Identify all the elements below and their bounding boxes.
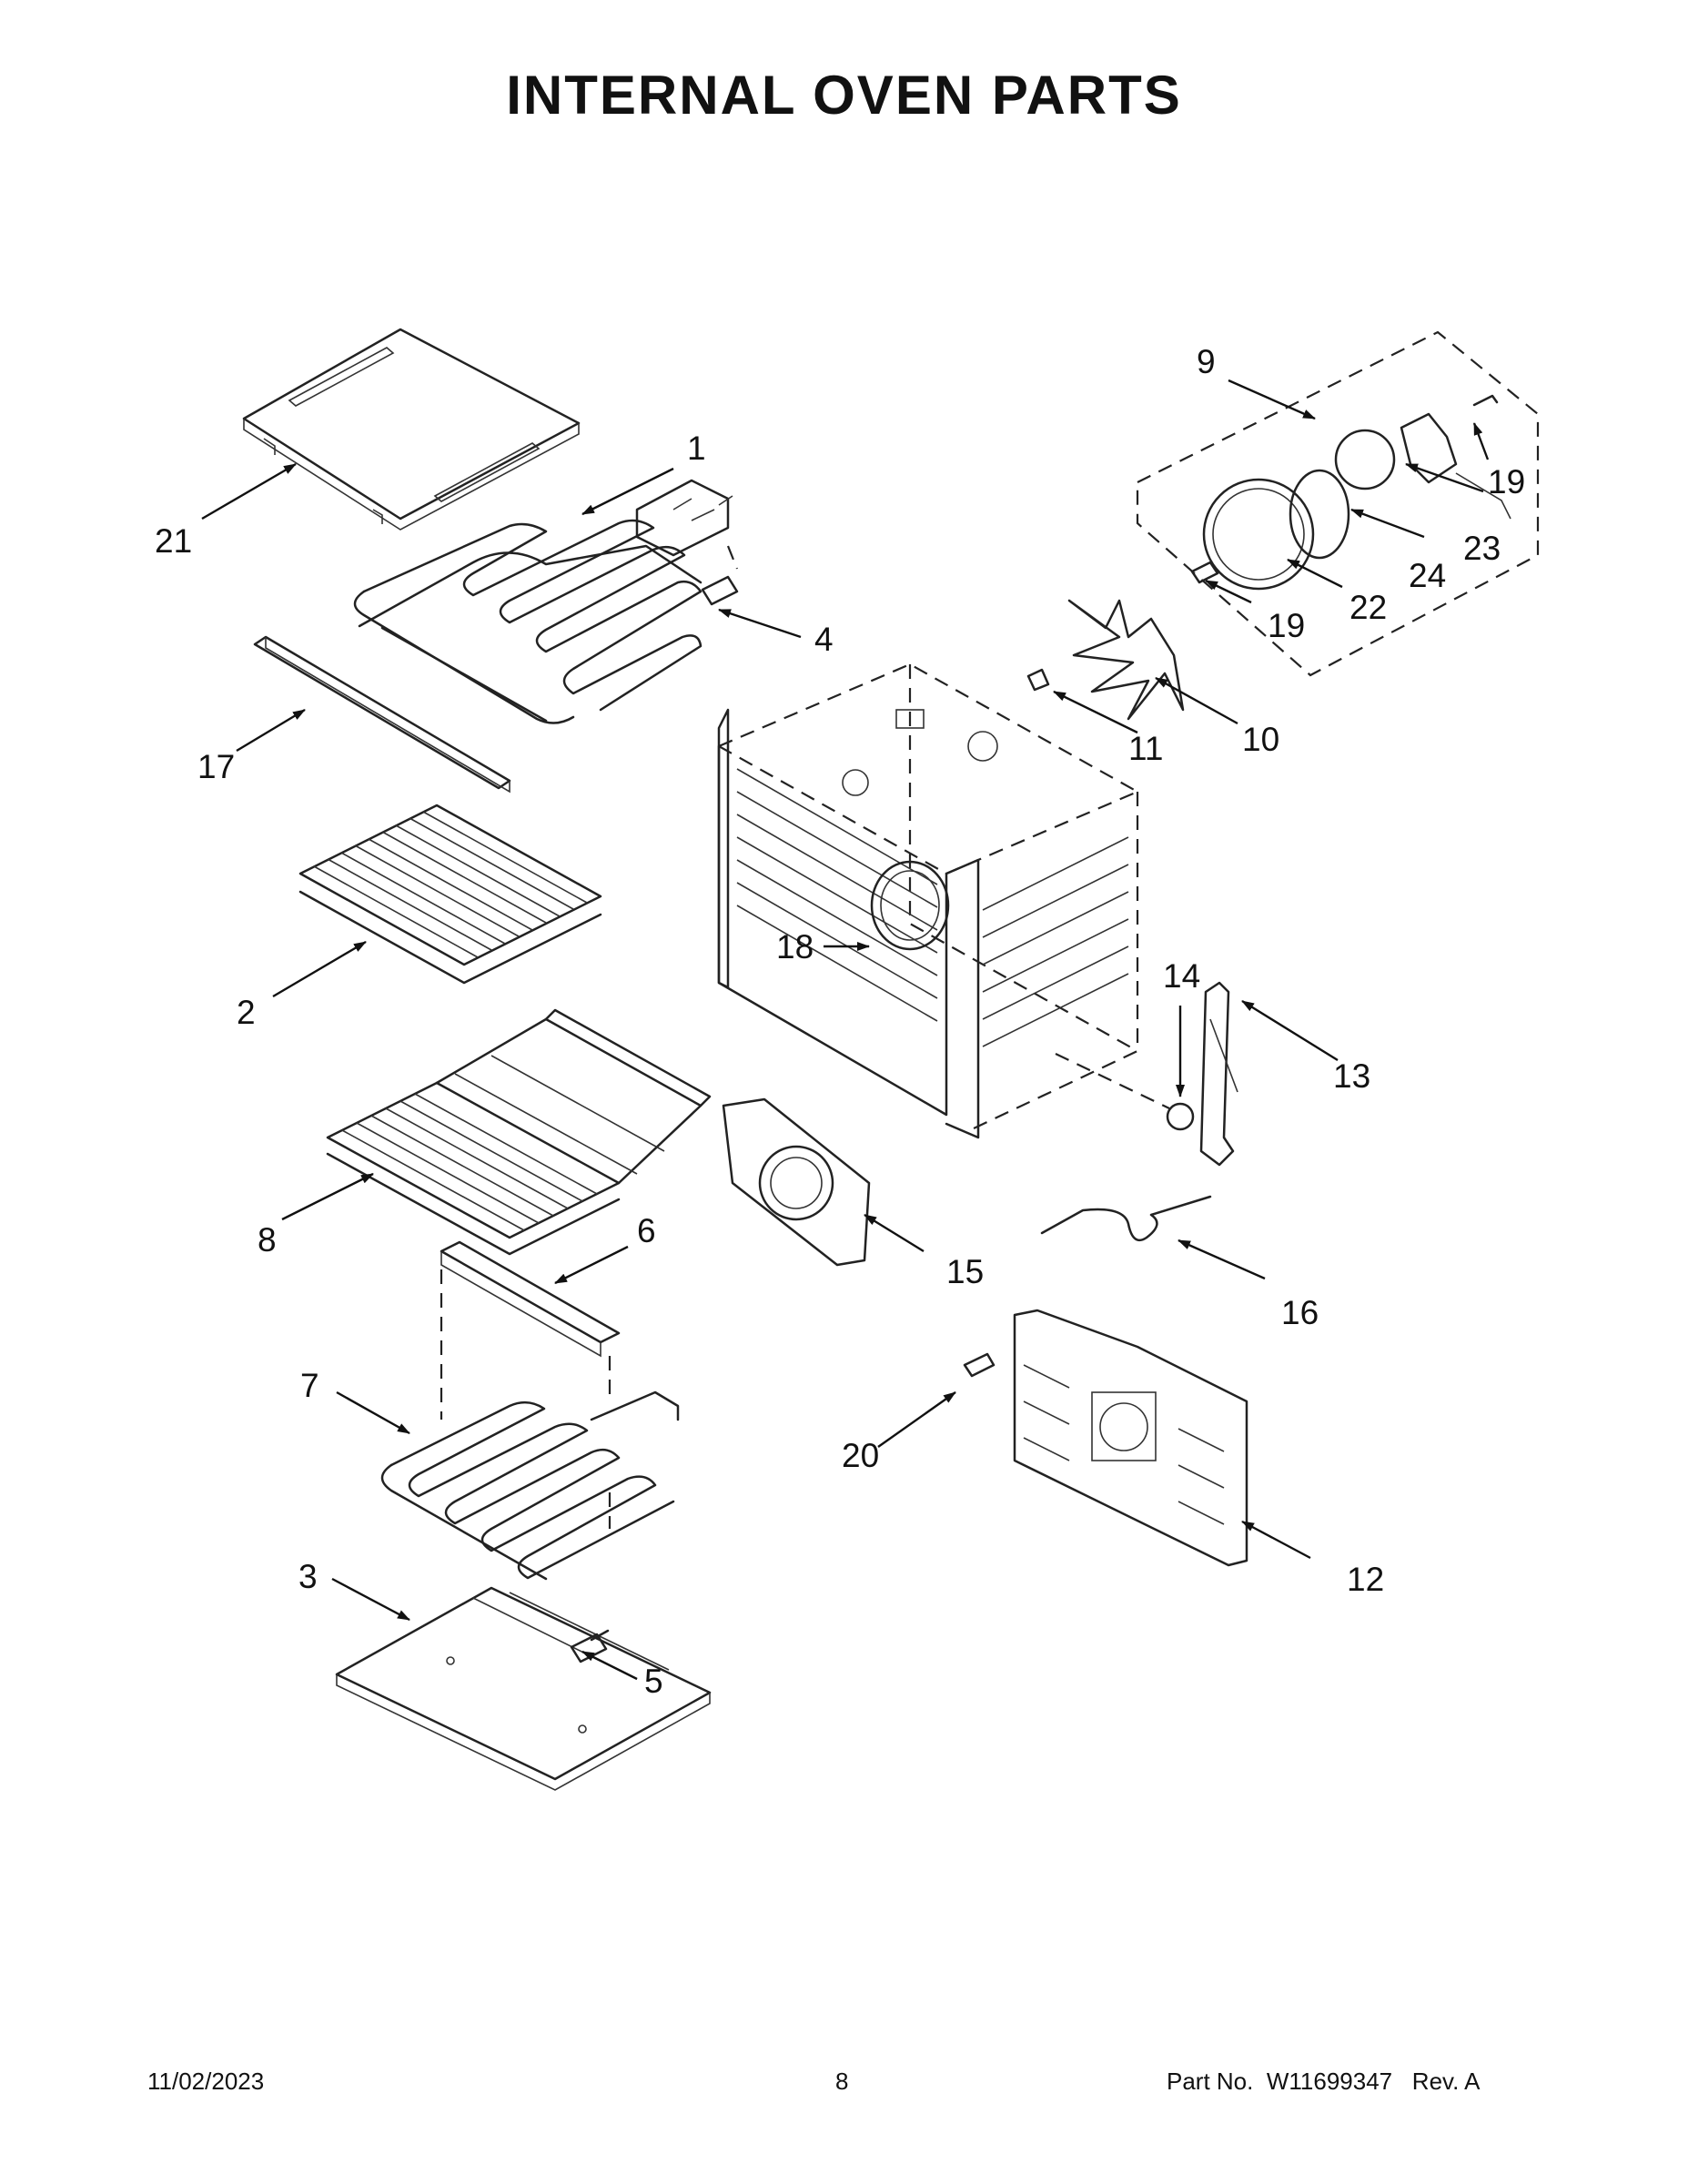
callout-24: 24 — [1409, 557, 1446, 594]
part-15-fan-cover — [722, 1097, 871, 1267]
callout-3: 3 — [298, 1558, 318, 1595]
part-1-broil-element — [353, 479, 733, 724]
footer-date: 11/02/2023 — [147, 2068, 265, 2095]
callout-22: 22 — [1349, 589, 1387, 626]
oven-cavity — [716, 662, 1140, 1139]
callout-14: 14 — [1163, 957, 1200, 995]
footer-revision: Rev. A — [1411, 2068, 1481, 2095]
callout-18: 18 — [776, 928, 814, 966]
part-2-oven-rack — [298, 804, 602, 985]
callout-2: 2 — [237, 994, 256, 1031]
part-13-light-socket — [1199, 981, 1238, 1167]
callout-19-lower: 19 — [1268, 607, 1305, 644]
part-8-roller-rack — [326, 1008, 712, 1256]
callout-20: 20 — [842, 1437, 879, 1474]
callout-19-top: 19 — [1488, 463, 1525, 500]
part-20-screw — [963, 1352, 996, 1378]
callout-11: 11 — [1128, 730, 1163, 767]
callout-6: 6 — [637, 1212, 656, 1249]
page-title: INTERNAL OVEN PARTS — [506, 65, 1182, 126]
callout-labels: 1 2 3 4 5 6 7 8 9 10 11 12 13 14 15 16 1… — [155, 343, 1525, 1700]
callout-5: 5 — [644, 1663, 663, 1700]
part-7-bake-element — [380, 1390, 680, 1581]
footer-page-number: 8 — [835, 2068, 849, 2095]
part-14-light-lens — [1055, 1053, 1195, 1131]
callout-1: 1 — [687, 430, 706, 467]
callout-4: 4 — [814, 621, 834, 658]
callout-10: 10 — [1242, 721, 1279, 758]
footer-part-number: W11699347 — [1266, 2068, 1393, 2095]
callout-15: 15 — [946, 1253, 984, 1290]
callout-12: 12 — [1347, 1561, 1384, 1598]
callout-13: 13 — [1333, 1057, 1370, 1095]
callout-16: 16 — [1281, 1294, 1319, 1331]
part-5-screw — [570, 1629, 610, 1663]
callout-21: 21 — [155, 522, 192, 560]
part-17-rail — [253, 635, 511, 794]
footer-part-label: Part No. — [1167, 2068, 1254, 2095]
part-12-rear-panel — [1013, 1309, 1248, 1567]
callout-17: 17 — [197, 748, 235, 785]
part-16-sensor — [1040, 1195, 1212, 1242]
part-10-fan-blade — [1067, 599, 1185, 721]
part-9-convection-assembly — [1136, 330, 1540, 677]
callout-7: 7 — [300, 1367, 319, 1404]
callout-arrows — [201, 379, 1490, 1681]
callout-8: 8 — [258, 1221, 277, 1259]
part-4-screw — [701, 545, 739, 606]
callout-9: 9 — [1197, 343, 1216, 380]
part-21-top-plate — [242, 328, 581, 531]
part-6-bracket — [440, 1240, 621, 1420]
part-11-nut — [1026, 668, 1050, 692]
footer-part-info: Part No. W11699347 Rev. A — [1167, 2068, 1480, 2096]
callout-23: 23 — [1463, 530, 1501, 567]
